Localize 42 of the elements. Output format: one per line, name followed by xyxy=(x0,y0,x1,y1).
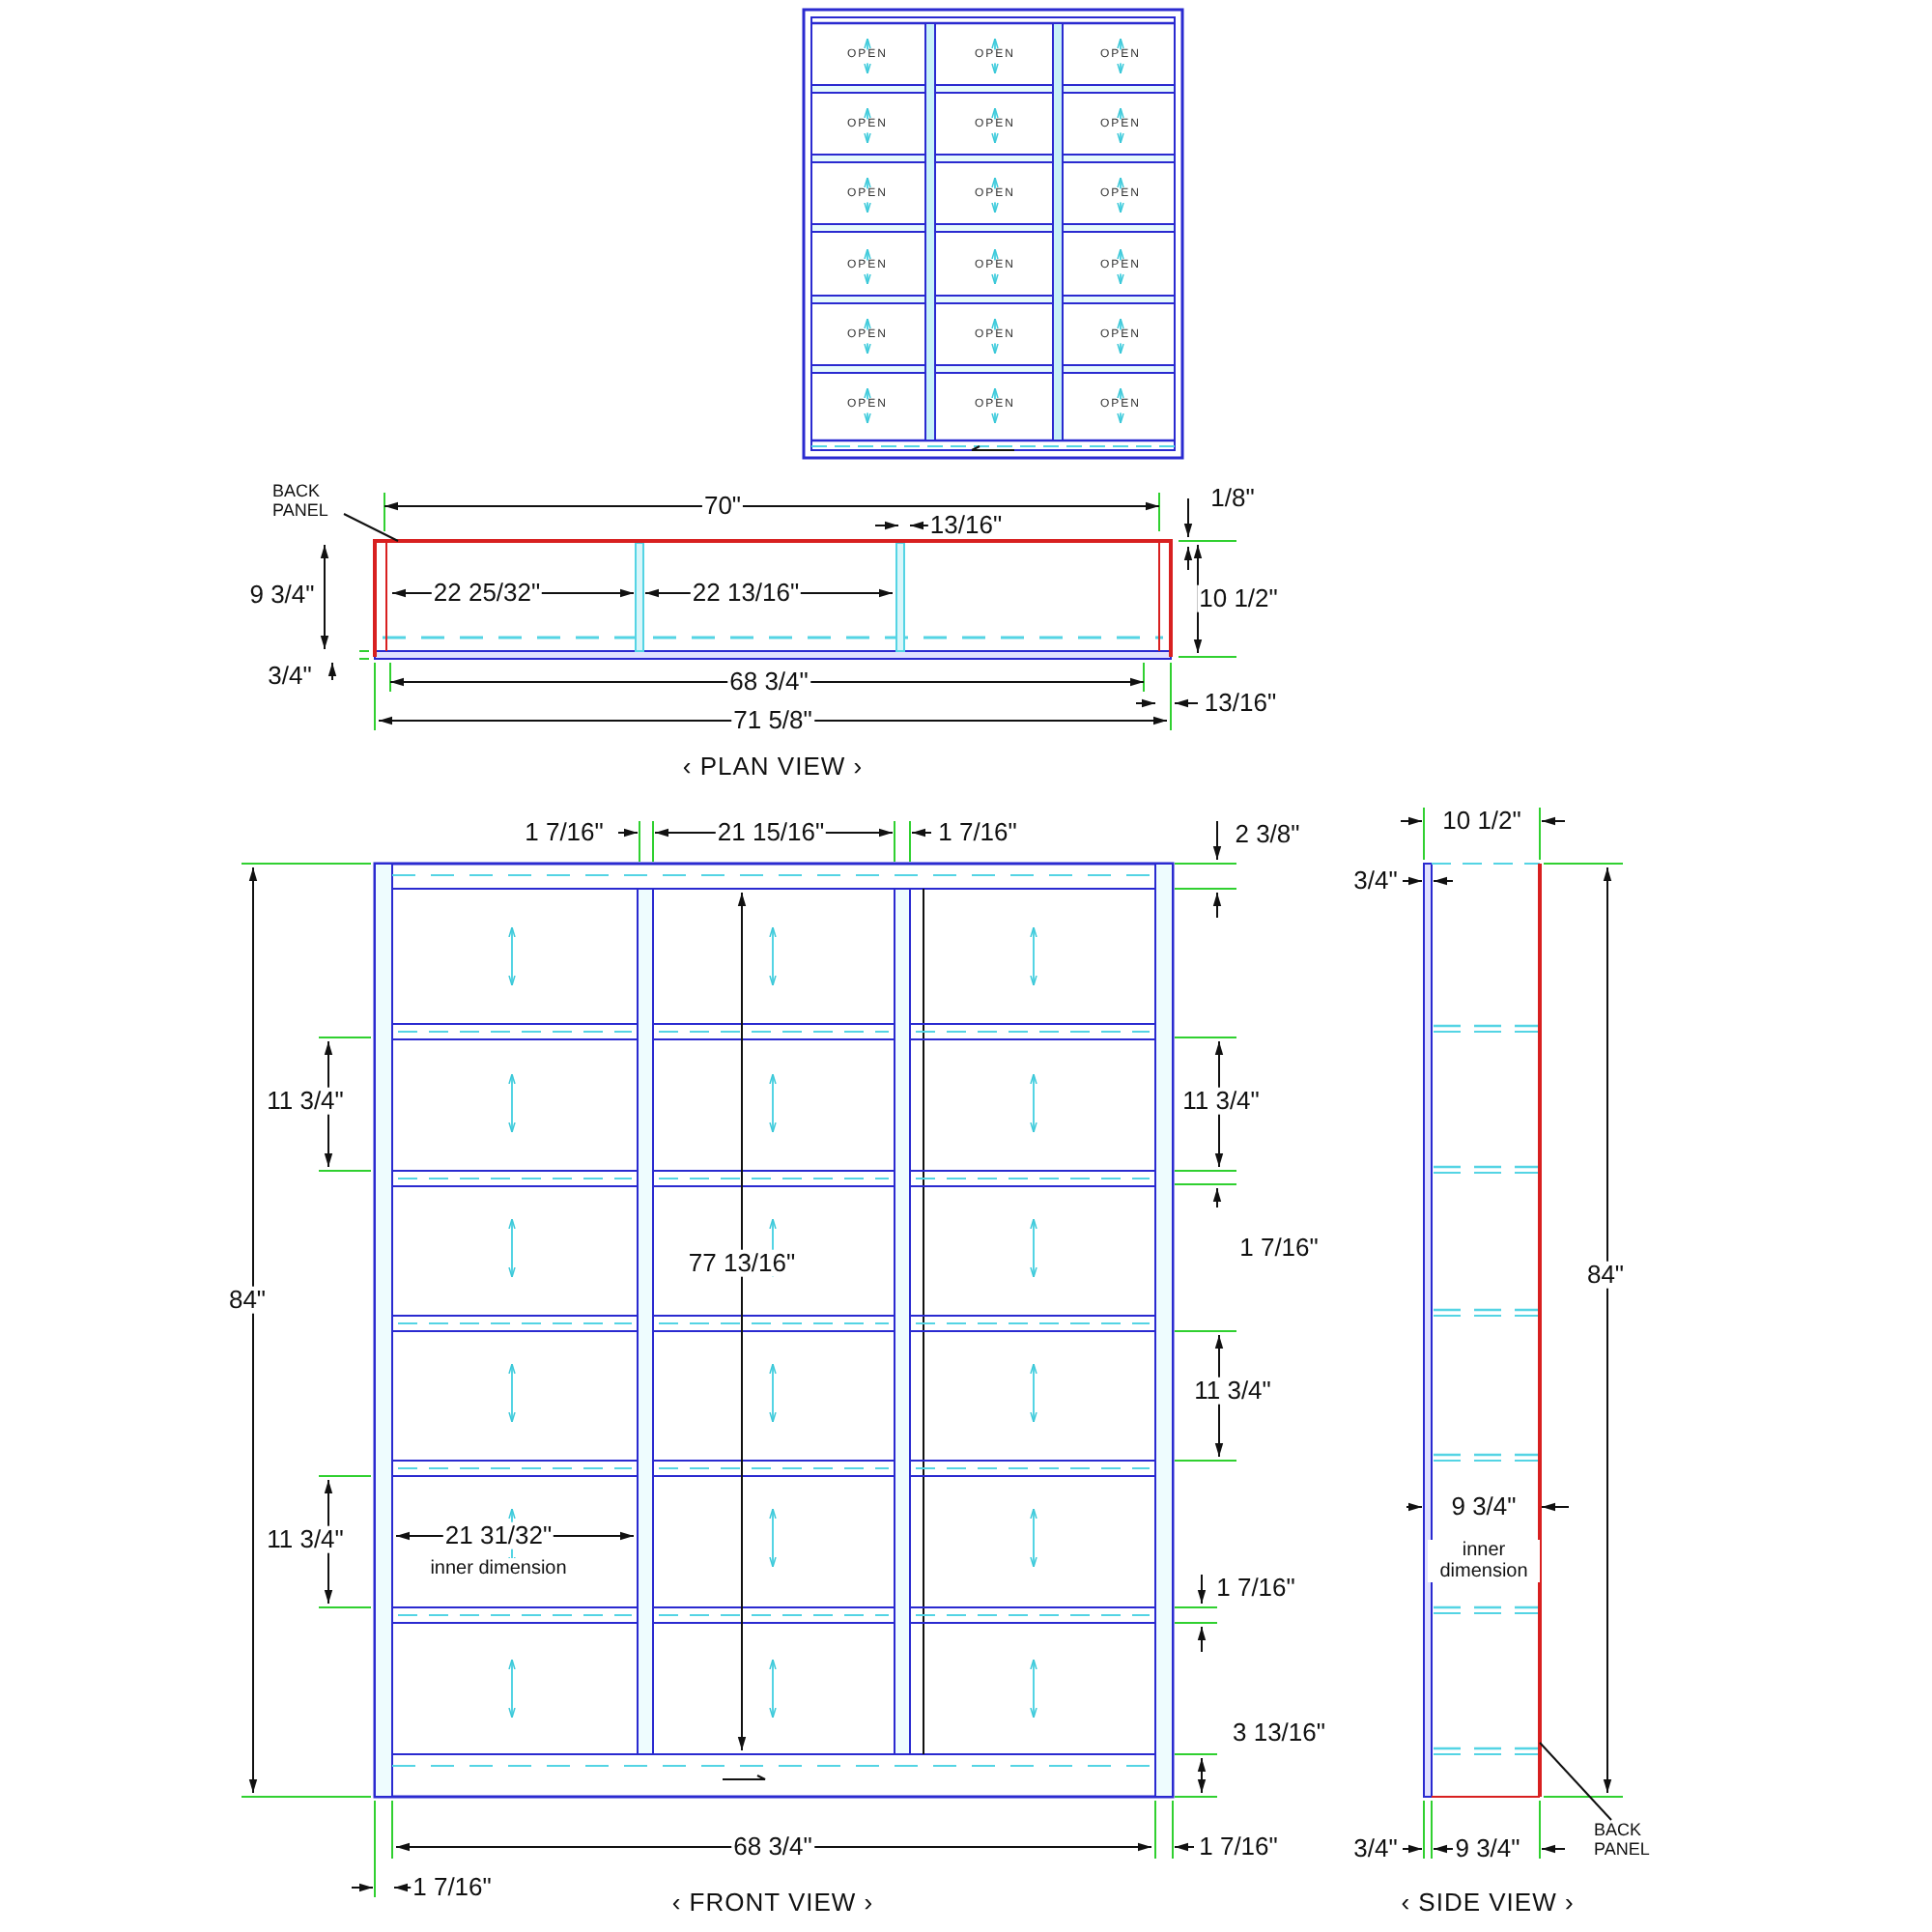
view-title: ‹ SIDE VIEW › xyxy=(1399,1889,1577,1918)
callout-label: BACK PANEL xyxy=(270,483,352,522)
dimension-label: 68 3/4" xyxy=(727,668,810,696)
dimension-label: 21 15/16" xyxy=(715,818,827,847)
dimension-label: 71 5/8" xyxy=(731,706,814,735)
dimension-label: 1 7/16" xyxy=(1237,1234,1321,1263)
dimension-label: 1/8" xyxy=(1208,484,1257,513)
dimension-label: 3/4" xyxy=(266,662,314,691)
dimension-label: 2 3/8" xyxy=(1233,820,1302,849)
dimension-label: 11 3/4" xyxy=(1192,1377,1273,1406)
dimension-label: 22 25/32" xyxy=(431,579,543,608)
dimension-label: 77 13/16" xyxy=(686,1249,798,1278)
dimension-label: 1 7/16" xyxy=(1197,1833,1280,1861)
dimension-label: 9 3/4" xyxy=(247,581,317,610)
leader-line xyxy=(1539,1742,1612,1821)
dimension-label: 84" xyxy=(226,1286,269,1315)
dimension-label: 9 3/4" xyxy=(1449,1492,1519,1521)
dimension-label: 3/4" xyxy=(1351,1834,1400,1863)
dimension-label: 13/16" xyxy=(927,511,1005,540)
note-text: inner dimension xyxy=(1428,1540,1540,1582)
dimension-label: 84" xyxy=(1584,1261,1627,1290)
dimension-label: 11 3/4" xyxy=(1180,1087,1262,1116)
view-title: ‹ FRONT VIEW › xyxy=(669,1889,876,1918)
note-text: inner dimension xyxy=(428,1558,569,1579)
dimension-label: 21 31/32" xyxy=(442,1521,554,1550)
dimension-label: 10 1/2" xyxy=(1440,807,1523,836)
dimension-label: 11 3/4" xyxy=(265,1087,346,1116)
dimension-label: 3/4" xyxy=(1351,867,1400,895)
callout-label: BACK PANEL xyxy=(1592,1822,1673,1861)
dimension-label: 22 13/16" xyxy=(690,579,802,608)
dimension-label: 68 3/4" xyxy=(731,1833,814,1861)
dimension-label: 1 7/16" xyxy=(1214,1574,1297,1603)
dimension-label: 11 3/4" xyxy=(265,1525,346,1554)
dimension-label: 3 13/16" xyxy=(1231,1719,1327,1747)
leader-line xyxy=(343,513,399,542)
dimension-label: 10 1/2" xyxy=(1197,584,1280,613)
dimension-label: 13/16" xyxy=(1202,689,1279,718)
dimension-label: 1 7/16" xyxy=(411,1873,494,1902)
dimension-label: 9 3/4" xyxy=(1453,1834,1522,1863)
dimension-label: 70" xyxy=(701,492,744,521)
dimension-label: 1 7/16" xyxy=(936,818,1019,847)
dimension-label: 1 7/16" xyxy=(523,818,606,847)
